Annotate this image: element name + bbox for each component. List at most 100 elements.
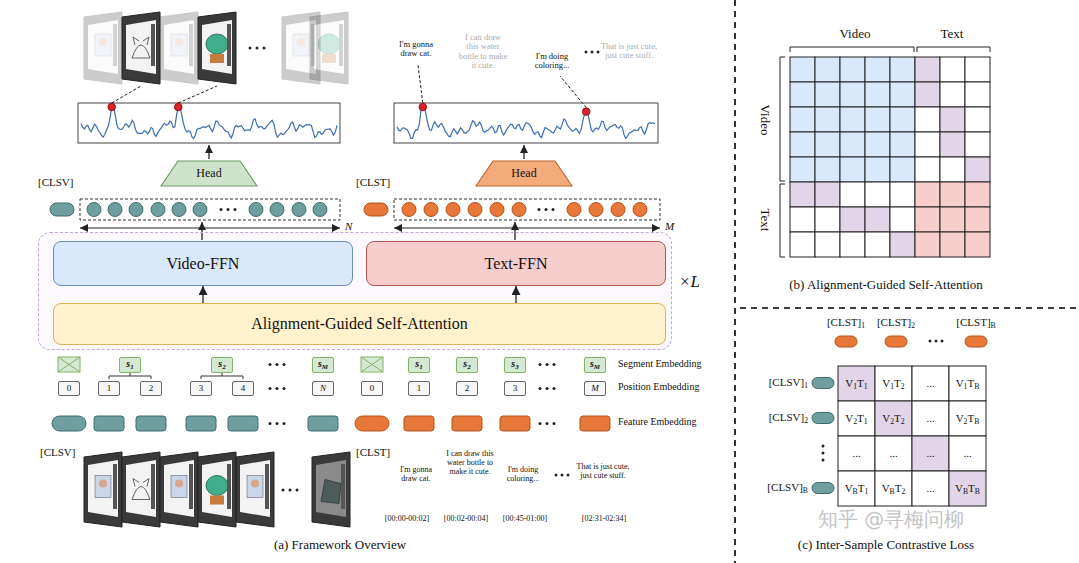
portrait-face xyxy=(297,38,305,46)
attention-cell xyxy=(890,232,915,257)
ellipsis-dot xyxy=(555,474,558,477)
frame-border xyxy=(84,12,122,84)
box-label: Video-FFN xyxy=(167,255,240,273)
toolbar xyxy=(227,464,231,509)
transcript-text: I can draw this water bottle to make it … xyxy=(458,33,508,70)
segment-box: s2 xyxy=(456,357,478,373)
frame-border xyxy=(198,452,236,527)
text-part: ] xyxy=(800,376,804,388)
attention-cell xyxy=(815,207,840,232)
ellipsis-dot xyxy=(249,47,252,50)
length-arrow xyxy=(80,227,340,228)
ellipsis-dot xyxy=(283,422,286,425)
portrait-face xyxy=(99,480,107,488)
box-label: sM xyxy=(590,358,600,372)
text-part: [ xyxy=(956,316,960,328)
ellipsis-dot xyxy=(263,47,266,50)
panel-caption: (a) Framework Overview xyxy=(220,538,460,552)
similarity-cell xyxy=(838,401,875,436)
similarity-cell xyxy=(912,366,949,401)
transcript-text: I can draw this water bottle to make it … xyxy=(446,450,494,476)
ellipsis-dot xyxy=(567,474,570,477)
transcript-text: I'm gonna draw cat. xyxy=(392,40,440,59)
video-frame xyxy=(312,452,350,527)
leader-line xyxy=(112,86,141,103)
token-label: [CLST]1 xyxy=(822,316,870,331)
frame-border xyxy=(310,12,348,84)
text-part: T xyxy=(967,377,974,389)
cls-feature xyxy=(52,416,86,431)
toolbar xyxy=(113,464,117,509)
ellipsis-dot xyxy=(269,387,272,390)
attention-cell xyxy=(965,57,990,82)
attention-cell xyxy=(790,232,815,257)
bracket xyxy=(790,47,990,52)
attention-cell xyxy=(915,232,940,257)
ellipsis-dot xyxy=(822,459,825,462)
toolbar xyxy=(341,464,345,509)
portrait xyxy=(247,476,263,498)
text-part: V xyxy=(845,377,853,389)
frame-canvas xyxy=(164,20,194,74)
attention-cell xyxy=(890,82,915,107)
layer-stack: ×LVideo-FFNText-FFNAlignment-Guided Self… xyxy=(38,232,672,350)
text-part: s xyxy=(511,358,515,369)
ellipsis-dot xyxy=(597,51,600,54)
text-part: [ xyxy=(767,481,771,493)
green-cat xyxy=(206,476,228,496)
text-part: s xyxy=(218,358,222,369)
text-part: V xyxy=(882,412,890,424)
score-curve xyxy=(81,107,337,138)
frame-canvas xyxy=(316,460,346,517)
matrix-cell: VBT1 xyxy=(838,482,875,497)
cls-token xyxy=(965,336,987,347)
token-group xyxy=(80,199,340,220)
attention-cell xyxy=(940,82,965,107)
ffn-box: Text-FFN xyxy=(366,241,666,286)
peak-dot xyxy=(174,103,182,111)
segment-box: sM xyxy=(312,357,334,373)
text-part: ] xyxy=(908,316,912,328)
ellipsis-dot xyxy=(282,489,285,492)
matrix-cell: V2T1 xyxy=(838,412,875,427)
trapezoid xyxy=(476,161,572,186)
matrix-cell: VBT2 xyxy=(875,482,912,497)
attention-cell xyxy=(915,107,940,132)
video-frame xyxy=(198,452,236,527)
text-part: T xyxy=(851,316,858,328)
similarity-cell xyxy=(875,401,912,436)
matrix-cell: ... xyxy=(949,447,986,459)
box-label: s3 xyxy=(511,358,518,372)
video-token xyxy=(270,203,284,217)
text-part: 1 xyxy=(890,382,894,391)
box-label: 4 xyxy=(241,384,246,394)
text-part: ] xyxy=(799,481,803,493)
position-box: 1 xyxy=(408,381,430,396)
cls-feature xyxy=(355,416,389,431)
empty-segment xyxy=(361,357,383,372)
attention-cell xyxy=(940,107,965,132)
frame-border xyxy=(236,452,274,527)
green-cat xyxy=(318,34,340,54)
row-label: Position Embedding xyxy=(618,381,718,392)
attention-cell xyxy=(965,232,990,257)
attention-cell xyxy=(865,107,890,132)
video-token xyxy=(172,203,186,217)
attention-cell xyxy=(965,82,990,107)
box-label: Text-FFN xyxy=(485,255,548,273)
text-part: ] xyxy=(858,316,862,328)
cls-token xyxy=(812,378,834,389)
peak-dot xyxy=(108,103,116,111)
toolbar xyxy=(265,464,269,509)
leader-line xyxy=(418,65,423,103)
portrait xyxy=(95,34,111,56)
text-token xyxy=(446,203,460,217)
ellipsis-dot xyxy=(591,51,594,54)
attention-cell xyxy=(915,157,940,182)
frame-border xyxy=(198,12,236,84)
text-part: C xyxy=(772,376,779,388)
position-box: 2 xyxy=(456,381,478,396)
token-label: [CLST]B xyxy=(952,316,1000,331)
attention-cell xyxy=(840,107,865,132)
ellipsis-dot xyxy=(227,208,230,211)
